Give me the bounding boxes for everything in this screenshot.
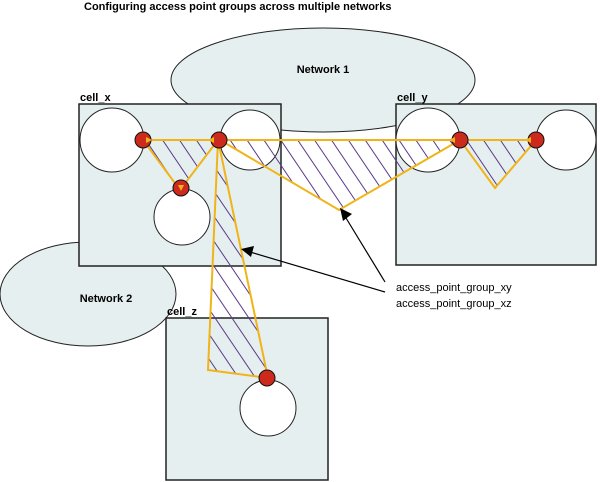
network-2-label: Network 2 [80, 293, 133, 305]
group-triangle-y [458, 139, 539, 190]
group-triangle-x [141, 139, 221, 192]
cell-y-label: cell_y [397, 92, 428, 104]
server-circle-z1 [239, 379, 297, 437]
ap-marker-y1 [449, 137, 455, 143]
access-point-group-xz-triangle [206, 139, 270, 380]
ap-marker-x2 [208, 137, 214, 143]
cell-x-label: cell_x [80, 92, 111, 104]
network-1-label: Network 1 [297, 64, 350, 76]
server-circle-x3 [153, 188, 211, 246]
ap-marker-x1 [146, 137, 152, 143]
legend-group-xz: access_point_group_xz [396, 298, 512, 310]
arrow-xz-line [249, 251, 386, 293]
arrow-xz-head [241, 246, 254, 257]
access-point-group-xy-triangle [216, 139, 464, 212]
arrow-xy-line [345, 217, 386, 283]
legend-group-xy: access_point_group_xy [396, 282, 512, 294]
server-circle-x1 [79, 107, 145, 173]
server-circle-y2 [535, 109, 597, 171]
diagram-title: Configuring access point groups across m… [84, 1, 391, 13]
ap-marker-y2 [525, 137, 531, 143]
access-point-z1 [258, 369, 276, 387]
arrow-xy-head [340, 208, 352, 221]
ap-marker-x3 [178, 185, 184, 191]
cell-z-label: cell_z [167, 306, 197, 318]
